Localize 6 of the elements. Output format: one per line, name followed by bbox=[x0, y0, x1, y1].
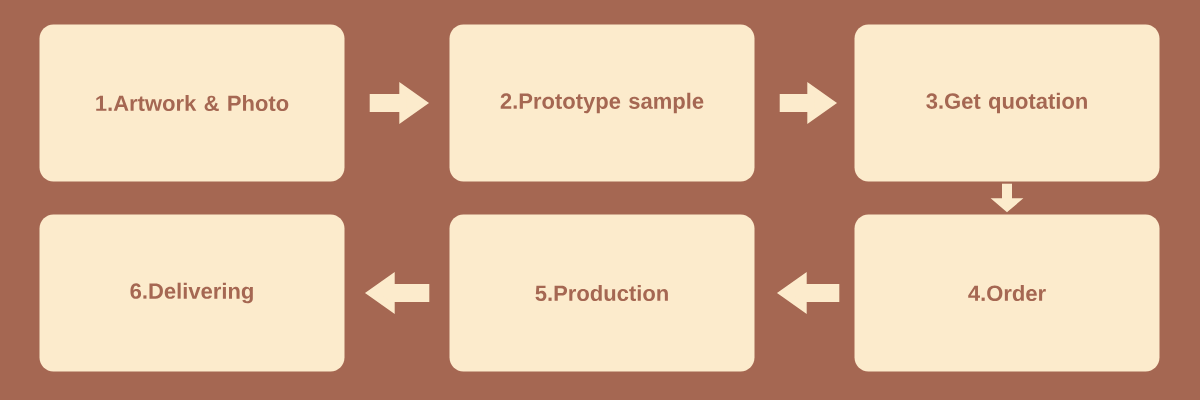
step-box: 1.Artwork & Photo bbox=[39, 24, 345, 182]
step-box: 2.Prototype sample bbox=[449, 24, 755, 182]
step-box: 6.Delivering bbox=[39, 214, 345, 372]
step-box: 3.Get quotation bbox=[854, 24, 1160, 182]
step-box: 5.Production bbox=[449, 214, 755, 372]
step-box: 4.Order bbox=[854, 214, 1160, 372]
